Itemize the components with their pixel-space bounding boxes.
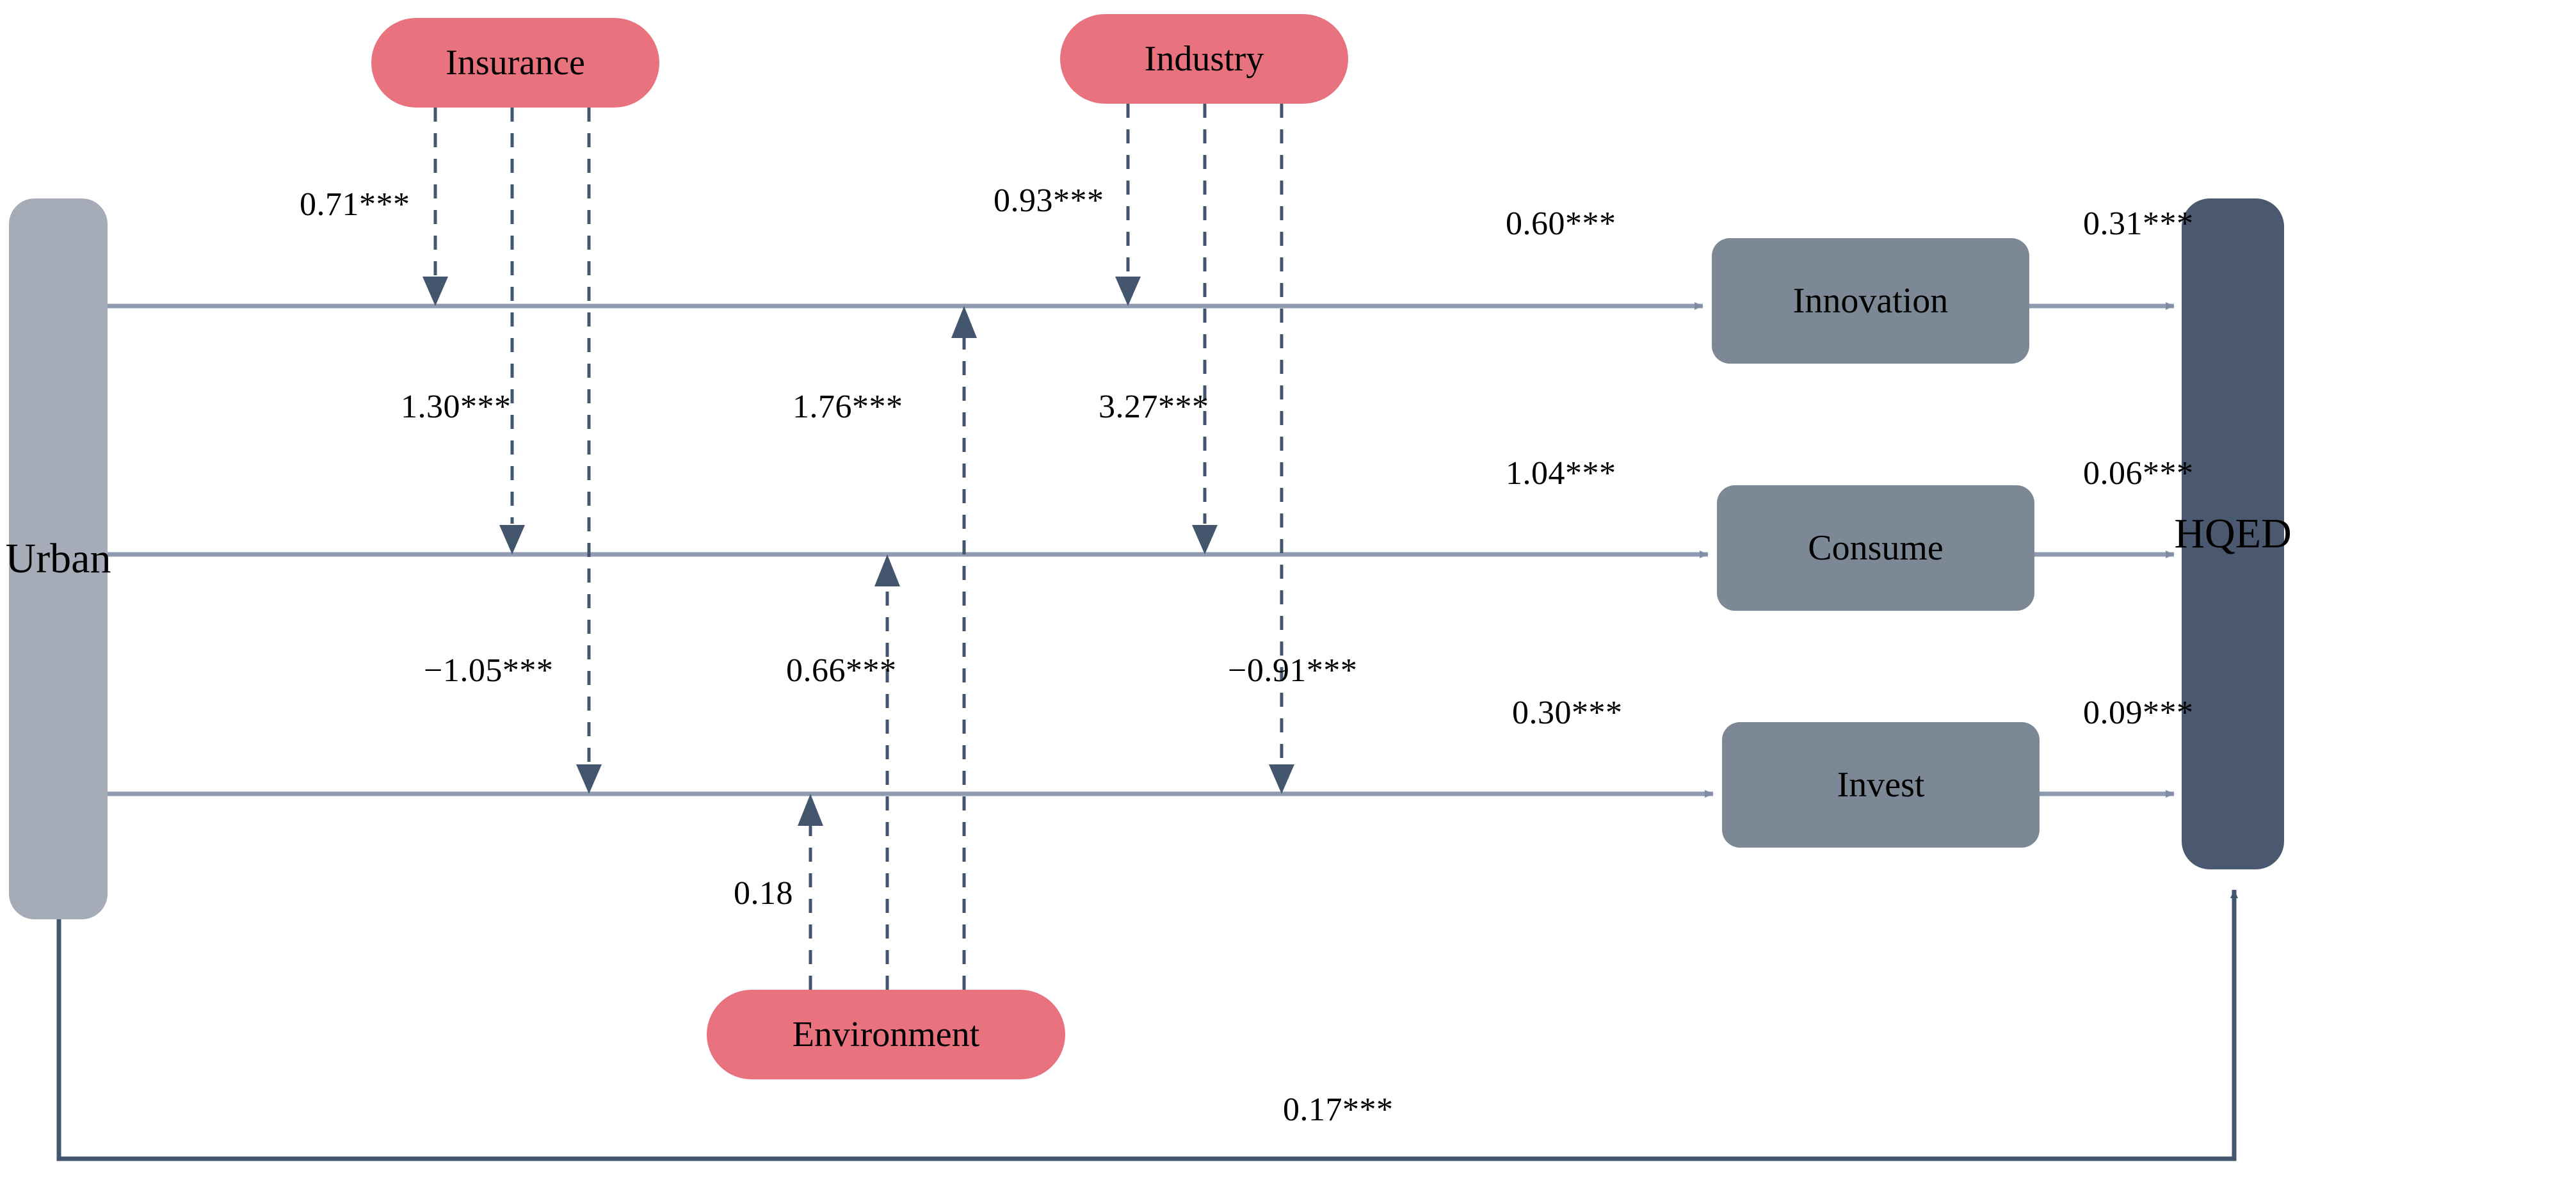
edge-label-industry-consume: 3.27*** [1099, 389, 1209, 425]
node-urban-shape[interactable] [9, 198, 108, 919]
edge-label-environment-invest: 0.18 [734, 875, 793, 912]
edge-label-invest-hqed: 0.09*** [2083, 695, 2194, 731]
arrow-industry-invest [1269, 764, 1294, 794]
edge-label-insurance-innovation: 0.71*** [300, 186, 410, 223]
edge-label-urban-innovation: 0.60*** [1506, 206, 1616, 242]
arrow-insurance-invest [576, 764, 602, 794]
node-hqed-shape[interactable] [2182, 198, 2284, 869]
arrow-insurance-consume [499, 525, 525, 554]
edge-label-industry-innovation: 0.93*** [994, 182, 1104, 219]
edge-label-urban-consume: 1.04*** [1506, 455, 1616, 492]
arrow-environment-innovation [951, 306, 977, 338]
edge-label-urban-hqed-direct: 0.17*** [1283, 1092, 1394, 1128]
node-insurance-shape[interactable] [371, 18, 659, 108]
edge-label-urban-invest: 0.30*** [1512, 695, 1623, 731]
edge-label-environment-consume: 0.66*** [786, 652, 897, 689]
edge-label-innovation-hqed: 0.31*** [2083, 206, 2194, 242]
path-urban-hqed-direct-line [56, 889, 2238, 1161]
edge-label-industry-invest: −0.91*** [1228, 652, 1358, 689]
arrow-environment-consume [874, 554, 900, 586]
node-industry-shape[interactable] [1060, 14, 1348, 104]
edge-label-insurance-invest: −1.05*** [424, 652, 554, 689]
node-environment-shape[interactable] [707, 990, 1065, 1079]
node-invest-shape[interactable] [1722, 722, 2040, 848]
node-innovation-shape[interactable] [1712, 238, 2029, 364]
arrow-industry-innovation [1115, 277, 1141, 306]
edge-label-consume-hqed: 0.06*** [2083, 455, 2194, 492]
arrow-environment-invest [798, 794, 823, 826]
arrow-insurance-innovation [423, 277, 448, 306]
edge-label-insurance-consume: 1.30*** [401, 389, 511, 425]
edge-label-environment-innovation: 1.76*** [793, 389, 903, 425]
node-consume-shape[interactable] [1717, 485, 2034, 611]
arrow-industry-consume [1192, 525, 1218, 554]
